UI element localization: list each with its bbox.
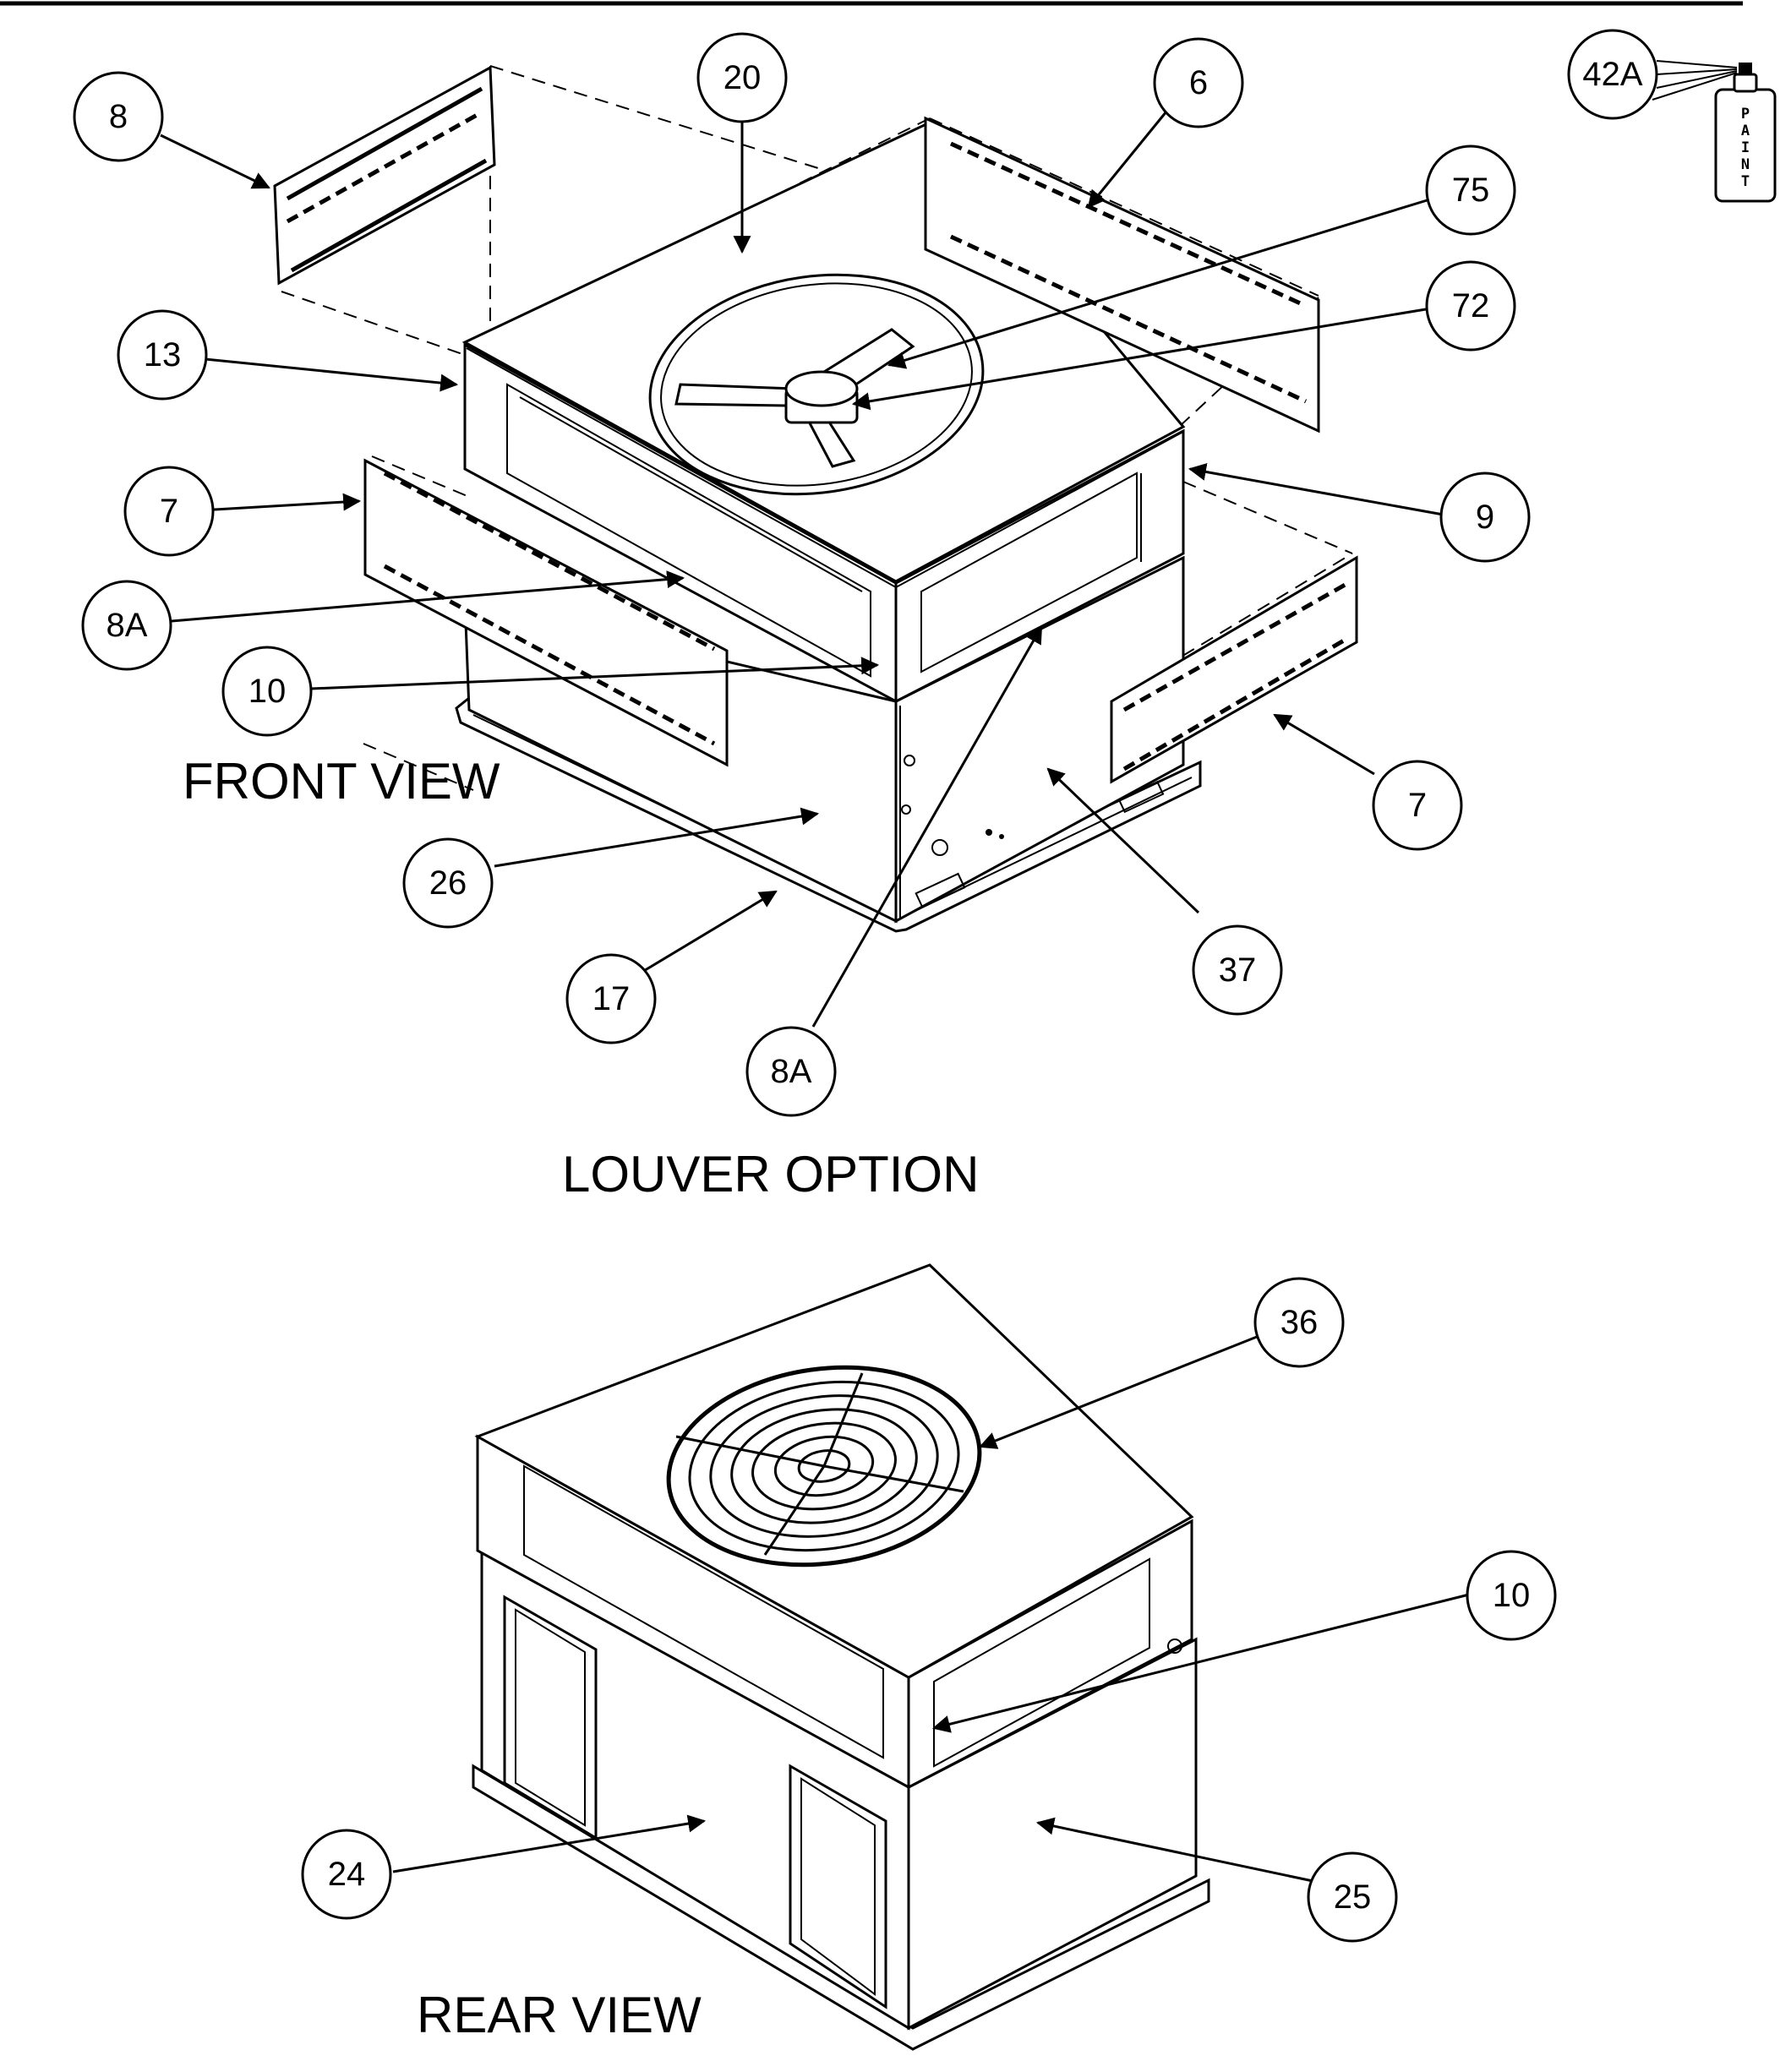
svg-text:36: 36 (1280, 1304, 1319, 1341)
fan-blade (674, 383, 797, 407)
svg-text:42A: 42A (1582, 56, 1642, 93)
louver-panel-7-left (363, 458, 729, 767)
paint-label-letter: P (1741, 106, 1750, 123)
callout-8: 8 (73, 71, 164, 162)
front-view-title: FRONT VIEW (183, 753, 500, 810)
svg-text:24: 24 (328, 1856, 366, 1893)
svg-text:13: 13 (144, 336, 182, 374)
svg-text:17: 17 (592, 980, 631, 1017)
callout-25: 25 (1307, 1851, 1398, 1943)
callout-24: 24 (301, 1829, 392, 1920)
callout-7-right: 7 (1372, 760, 1463, 851)
fan-guard-grille (666, 1365, 982, 1568)
svg-text:72: 72 (1452, 287, 1490, 324)
svg-text:8: 8 (109, 98, 128, 135)
callout-42A: 42A (1567, 29, 1658, 120)
svg-text:9: 9 (1476, 499, 1494, 536)
svg-text:10: 10 (1493, 1577, 1531, 1614)
louver-panel-8 (273, 65, 496, 286)
callout-20: 20 (696, 32, 788, 123)
svg-text:25: 25 (1334, 1878, 1372, 1916)
svg-text:10: 10 (248, 673, 287, 710)
callout-17: 17 (565, 953, 657, 1044)
callout-75: 75 (1425, 144, 1516, 236)
svg-text:7: 7 (1408, 787, 1427, 824)
callout-36: 36 (1253, 1277, 1345, 1368)
svg-text:8A: 8A (106, 607, 148, 644)
paint-label-letter: T (1741, 173, 1750, 190)
svg-text:75: 75 (1452, 172, 1490, 209)
svg-text:7: 7 (160, 493, 178, 530)
callout-8A-bottom: 8A (745, 1026, 837, 1117)
svg-text:26: 26 (429, 864, 467, 902)
rear-upper-right (907, 1519, 1193, 1790)
paint-can-icon: P A I N T (1652, 60, 1777, 203)
rear-base-rail (472, 1764, 1210, 2051)
louver-option-title: LOUVER OPTION (562, 1146, 979, 1202)
louver-panel-7-right (1110, 555, 1358, 784)
rear-view-unit (472, 1263, 1210, 2051)
svg-text:20: 20 (723, 59, 762, 96)
callout-7-left: 7 (123, 466, 215, 557)
front-view-unit (273, 65, 1358, 933)
callout-13: 13 (117, 309, 208, 401)
svg-text:8A: 8A (771, 1053, 812, 1090)
callout-9: 9 (1439, 472, 1531, 563)
paint-label-letter: I (1741, 139, 1750, 156)
callout-6: 6 (1153, 37, 1244, 128)
leader-lines (160, 108, 1470, 1884)
paint-label-letter: N (1741, 156, 1750, 173)
callout-37: 37 (1192, 924, 1283, 1016)
fan-orifice-ring (648, 273, 985, 496)
callouts: 8 20 6 75 72 13 7 9 8A 10 7 26 37 17 8A … (73, 29, 1658, 1943)
svg-text:6: 6 (1189, 64, 1208, 101)
upper-cabinet-side (894, 428, 1185, 704)
rear-access-opening-right (789, 1764, 887, 2009)
callout-10-front: 10 (221, 646, 313, 737)
rear-view-title: REAR VIEW (417, 1987, 702, 2043)
svg-text:37: 37 (1219, 951, 1257, 989)
callout-8A-left: 8A (81, 580, 172, 671)
callout-26: 26 (402, 837, 494, 929)
rear-top-panel (474, 1263, 1194, 1679)
louver-panel-6 (924, 116, 1320, 433)
callout-10-rear: 10 (1466, 1550, 1557, 1641)
callout-72: 72 (1425, 260, 1516, 352)
lower-cabinet-side-panel (894, 555, 1185, 924)
paint-label-letter: A (1741, 123, 1750, 139)
